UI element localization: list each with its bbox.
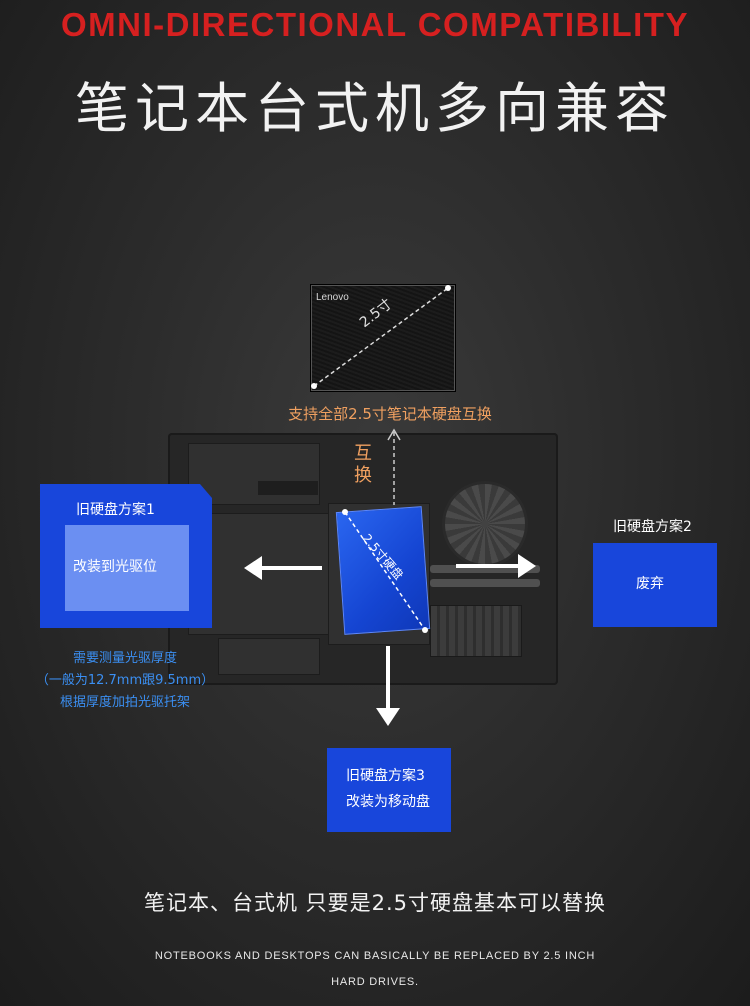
old-plan-1-title: 旧硬盘方案1 bbox=[76, 502, 155, 518]
old-plan-1-note-line: （一般为12.7mm跟9.5mm） bbox=[35, 673, 215, 688]
old-plan-3-box bbox=[327, 748, 451, 832]
title-english: OMNI-DIRECTIONAL COMPATIBILITY bbox=[61, 6, 689, 43]
footer-chinese: 笔记本、台式机 只要是2.5寸硬盘基本可以替换 bbox=[143, 891, 607, 915]
old-plan-3-title: 旧硬盘方案3 bbox=[346, 768, 425, 784]
ssd-diagonal-dot-end bbox=[445, 285, 451, 291]
old-plan-2-title: 旧硬盘方案2 bbox=[613, 519, 692, 535]
arrow-left-icon bbox=[244, 556, 322, 580]
old-plan-1-action: 改装到光驱位 bbox=[73, 559, 157, 575]
swap-label: 互换 bbox=[354, 443, 372, 486]
old-plan-1-note-line: 需要测量光驱厚度 bbox=[72, 651, 177, 666]
ssd-caption: 支持全部2.5寸笔记本硬盘互换 bbox=[288, 405, 492, 423]
ssd-drive-image bbox=[311, 285, 455, 391]
old-plan-1-notes: 需要测量光驱厚度 （一般为12.7mm跟9.5mm） 根据厚度加拍光驱托架 bbox=[0, 648, 250, 714]
old-plan-2-action: 废弃 bbox=[636, 576, 664, 592]
hdd-diagonal-dot-end bbox=[422, 627, 428, 633]
laptop-wifi-card bbox=[218, 638, 320, 675]
ssd-diagonal-line bbox=[313, 287, 449, 387]
laptop-heat-pipe bbox=[430, 565, 540, 573]
arrow-right-icon bbox=[456, 554, 536, 578]
ssd-diagonal-dot-start bbox=[311, 383, 317, 389]
laptop-ram-module bbox=[430, 605, 522, 657]
hdd-diagonal-line bbox=[344, 511, 426, 631]
laptop-sticker bbox=[258, 481, 318, 495]
laptop-heat-pipe-2 bbox=[430, 579, 540, 587]
arrow-down-icon bbox=[376, 646, 400, 726]
old-plan-2-box bbox=[593, 543, 717, 627]
footer-english: NOTEBOOKS AND DESKTOPS CAN BASICALLY BE … bbox=[154, 950, 596, 988]
swap-up-chevron bbox=[387, 428, 401, 441]
hdd-diagonal-dot-start bbox=[342, 509, 348, 515]
old-plan-1-inner-box bbox=[65, 525, 189, 611]
old-plan-3-action: 改装为移动盘 bbox=[346, 794, 430, 810]
ssd-brand-logo: Lenovo bbox=[316, 292, 349, 303]
old-plan-1-note-line: 根据厚度加拍光驱托架 bbox=[59, 695, 190, 710]
title-chinese: 笔记本台式机多向兼容 bbox=[75, 77, 675, 140]
